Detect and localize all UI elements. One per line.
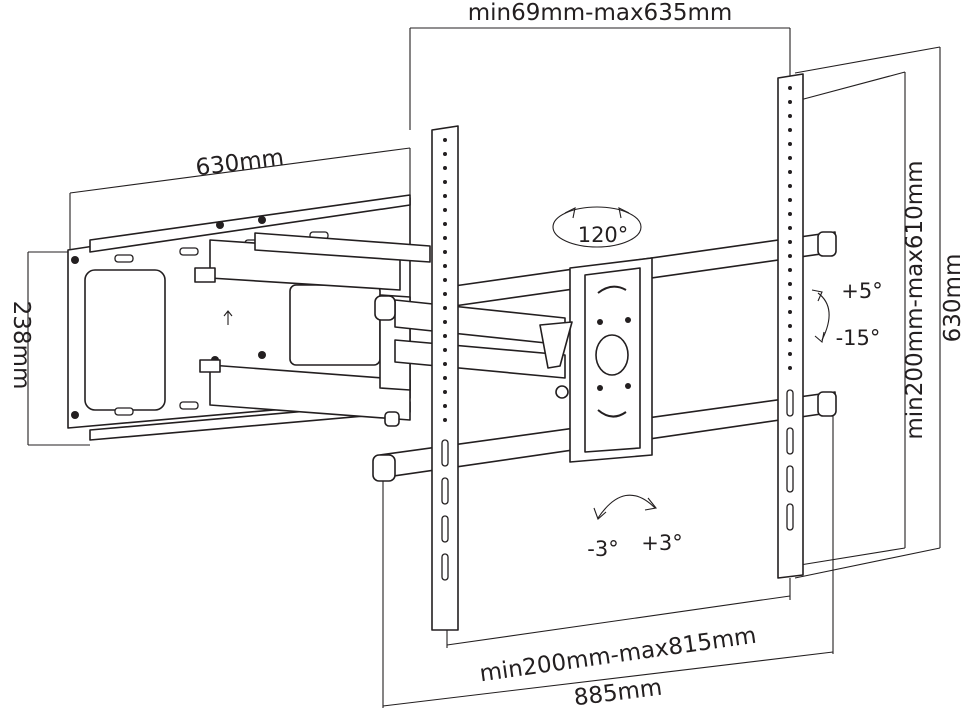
- bracket-hole: [443, 278, 447, 282]
- bracket-hole: [443, 334, 447, 338]
- bracket-hole: [788, 296, 792, 300]
- label-total-width: 885mm: [572, 675, 663, 712]
- swivel-indicator: [552, 206, 642, 248]
- rotation-indicator: [593, 494, 658, 520]
- bracket-hole: [788, 282, 792, 286]
- rotate-right-arrow-icon: [644, 497, 658, 511]
- bracket-hole: [443, 320, 447, 324]
- bracket-slot: [441, 553, 449, 581]
- tilt-down-arrow-icon: [814, 331, 825, 344]
- bracket-slot: [441, 515, 449, 543]
- vertical-bracket-right: [777, 73, 804, 579]
- bracket-hole: [443, 292, 447, 296]
- bracket-hole: [788, 268, 792, 272]
- bracket-hole: [788, 226, 792, 230]
- bracket-hole: [788, 324, 792, 328]
- bracket-slot: [786, 503, 794, 531]
- bracket-hole: [443, 222, 447, 226]
- bracket-hole: [443, 194, 447, 198]
- bracket-hole: [443, 166, 447, 170]
- bracket-slot: [786, 427, 794, 455]
- up-arrow-icon: [223, 310, 233, 325]
- swivel-left-arrow-icon: [564, 207, 576, 219]
- bracket-hole: [788, 254, 792, 258]
- bracket-hole: [443, 208, 447, 212]
- bracket-hole: [788, 366, 792, 370]
- bracket-hole: [443, 264, 447, 268]
- tilt-up-arrow-icon: [811, 289, 823, 302]
- bracket-hole: [788, 86, 792, 90]
- bracket-hole: [788, 114, 792, 118]
- bracket-hole: [788, 184, 792, 188]
- rotate-left-arrow-icon: [593, 507, 607, 520]
- bracket-hole: [788, 142, 792, 146]
- bracket-hole: [443, 404, 447, 408]
- center-tilt-plate: [539, 257, 653, 463]
- bracket-hole: [788, 310, 792, 314]
- bracket-hole: [788, 212, 792, 216]
- bracket-hole: [443, 362, 447, 366]
- bracket-hole: [443, 306, 447, 310]
- label-bracket-height: 630mm: [940, 254, 966, 343]
- label-arm-width-range: min69mm-max635mm: [468, 0, 733, 26]
- bracket-hole: [788, 170, 792, 174]
- bracket-slot: [786, 465, 794, 493]
- bracket-hole: [443, 376, 447, 380]
- bracket-hole: [443, 250, 447, 254]
- bracket-hole: [788, 240, 792, 244]
- bracket-slot: [441, 439, 449, 467]
- swivel-right-arrow-icon: [618, 207, 630, 219]
- bracket-hole: [788, 156, 792, 160]
- label-rotate-left: -3°: [587, 537, 618, 561]
- bracket-hole: [788, 100, 792, 104]
- bracket-hole: [443, 348, 447, 352]
- tilt-indicator: [811, 289, 830, 344]
- bracket-hole: [443, 180, 447, 184]
- bracket-hole: [788, 352, 792, 356]
- bracket-hole: [443, 138, 447, 142]
- label-vertical-hole-spacing: min200mm-max610mm: [902, 160, 928, 439]
- bracket-hole: [788, 338, 792, 342]
- bracket-hole: [788, 198, 792, 202]
- bracket-hole: [788, 128, 792, 132]
- bracket-hole: [443, 152, 447, 156]
- label-tilt-up: +5°: [841, 279, 882, 303]
- label-swivel-angle: 120°: [578, 223, 629, 247]
- bracket-hole: [443, 418, 447, 422]
- label-extension: 630mm: [194, 145, 285, 182]
- dimension-lines: [27, 27, 941, 708]
- vertical-bracket-left: [431, 125, 459, 631]
- label-wall-plate-height: 238mm: [8, 301, 34, 390]
- bracket-slot: [441, 477, 449, 505]
- label-tilt-down: -15°: [836, 326, 881, 350]
- bracket-slot: [786, 389, 794, 417]
- bracket-hole: [443, 236, 447, 240]
- bracket-hole: [443, 390, 447, 394]
- label-rotate-right: +3°: [641, 531, 682, 555]
